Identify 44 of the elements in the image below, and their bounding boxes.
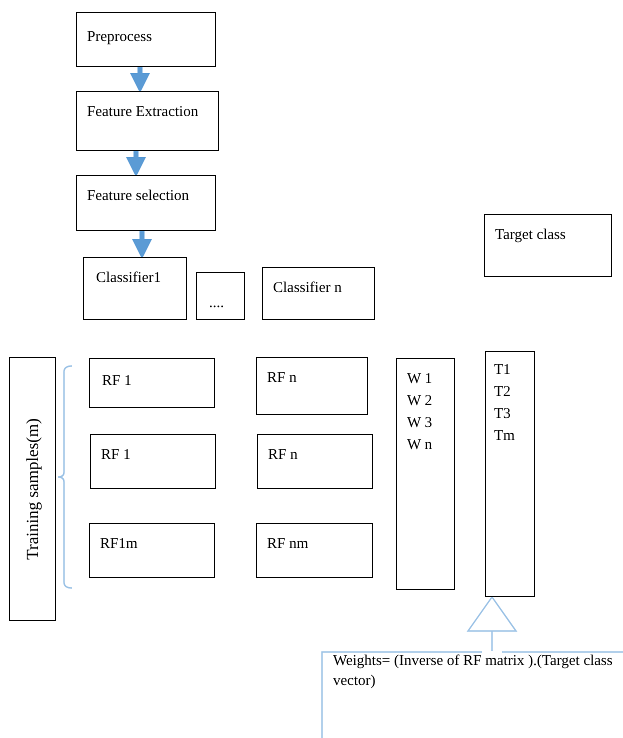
node-text: Feature selection <box>87 187 190 206</box>
process-box <box>256 357 368 415</box>
node-text: Training samples(m) <box>22 418 42 560</box>
node-text: W 2 <box>407 392 432 411</box>
node-text: RF1m <box>100 535 138 554</box>
process-box <box>256 523 373 578</box>
process-box <box>90 434 216 489</box>
node-text: W 3 <box>407 414 432 433</box>
process-box <box>76 91 219 151</box>
process-box <box>76 12 216 67</box>
node-text: Feature Extraction <box>87 103 198 122</box>
node-text: T3 <box>494 405 511 424</box>
node-text: RF 1 <box>101 446 131 465</box>
node-text: W 1 <box>407 370 432 389</box>
node-text: Target class <box>495 226 566 245</box>
process-box <box>76 175 216 231</box>
node-text: RF n <box>267 369 297 388</box>
node-text: Classifier n <box>273 279 342 298</box>
node-text: RF n <box>268 446 298 465</box>
node-text: Classifier1 <box>96 269 161 288</box>
classifier-box <box>83 257 187 320</box>
arrow <box>126 151 146 177</box>
node-text: Tm <box>494 427 515 446</box>
node-text: RF 1 <box>102 372 132 391</box>
weights-box <box>396 358 455 590</box>
node-text: RF nm <box>267 535 308 554</box>
arrow <box>130 67 150 93</box>
node-text: T1 <box>494 361 511 380</box>
node-text: W n <box>407 436 432 455</box>
process-box <box>257 434 373 489</box>
arrow <box>467 596 517 651</box>
classifier-box <box>262 267 375 320</box>
callout-box <box>321 651 623 738</box>
node-text: T2 <box>494 383 511 402</box>
node-text: Weights= (Inverse of RF matrix ).(Target class vector) <box>333 652 614 691</box>
process-box <box>9 357 56 621</box>
node-text: .... <box>209 294 224 313</box>
process-box <box>89 358 215 408</box>
process-box <box>89 523 215 578</box>
arrow <box>132 231 152 259</box>
process-box <box>484 214 612 277</box>
node-text: Preprocess <box>87 28 152 47</box>
target-box <box>485 351 535 597</box>
ellipsis-box <box>196 272 245 320</box>
